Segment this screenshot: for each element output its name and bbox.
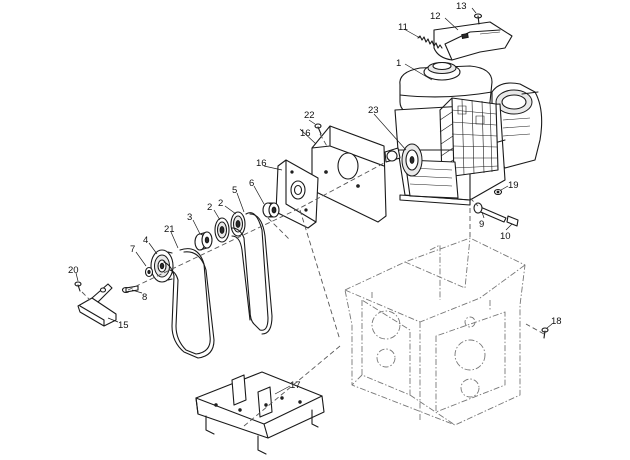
- callout-4: 4: [143, 235, 148, 246]
- callout-16a: 16: [300, 128, 311, 139]
- spacer: [262, 202, 280, 218]
- air-cleaner-cage: [439, 97, 499, 179]
- engine: [384, 61, 543, 206]
- callout-15: 15: [118, 320, 129, 331]
- pulley-bracket: [275, 159, 319, 229]
- callout-11: 11: [398, 22, 408, 33]
- drive-belt-outer: [163, 248, 215, 359]
- base-plate: [195, 371, 325, 455]
- callout-2b: 2: [218, 198, 223, 209]
- callout-13: 13: [456, 1, 467, 12]
- frame-housing-phantom: [344, 237, 526, 426]
- callout-23: 23: [368, 105, 379, 116]
- callout-16b: 16: [256, 158, 267, 169]
- callout-7: 7: [130, 244, 135, 255]
- bearing-inner: [214, 217, 230, 243]
- callout-1: 1: [396, 58, 401, 69]
- callout-17: 17: [290, 380, 301, 391]
- callout-6: 6: [249, 178, 254, 189]
- callout-labels: 1 2 2 3 4 5 6 7 8 9 10 11 12 13 15 16 16…: [68, 1, 562, 391]
- frame-bolt: [525, 323, 549, 339]
- callout-8: 8: [142, 292, 147, 303]
- assembly-axis-lines: [81, 133, 471, 427]
- belt-guard: [77, 283, 117, 327]
- callout-10: 10: [500, 231, 511, 242]
- plate-screw: [314, 123, 322, 135]
- spring: [417, 35, 443, 49]
- guard-screw: [74, 281, 82, 292]
- bearing-outer: [230, 211, 246, 237]
- engine-mount-bolt: [469, 188, 519, 227]
- callout-18: 18: [551, 316, 562, 327]
- callout-21: 21: [164, 224, 175, 235]
- callout-22: 22: [304, 110, 315, 121]
- engine-top-cover: [433, 21, 513, 61]
- callout-9: 9: [479, 219, 484, 230]
- guard-bolt: [121, 285, 139, 294]
- engine-mount-plate: [311, 125, 387, 223]
- cover-screw: [473, 13, 483, 25]
- callout-2a: 2: [207, 202, 212, 213]
- drive-belt-inner: [231, 212, 273, 335]
- bearing-spacer: [194, 231, 213, 251]
- callout-3: 3: [187, 212, 192, 223]
- callout-20: 20: [68, 265, 79, 276]
- engine-pulley: [401, 143, 423, 177]
- leader-lines: [75, 7, 553, 395]
- driven-pulley: [150, 249, 174, 283]
- callout-5: 5: [232, 185, 237, 196]
- pulley-washer: [144, 266, 154, 278]
- callout-12: 12: [430, 11, 441, 22]
- callout-19: 19: [508, 180, 519, 191]
